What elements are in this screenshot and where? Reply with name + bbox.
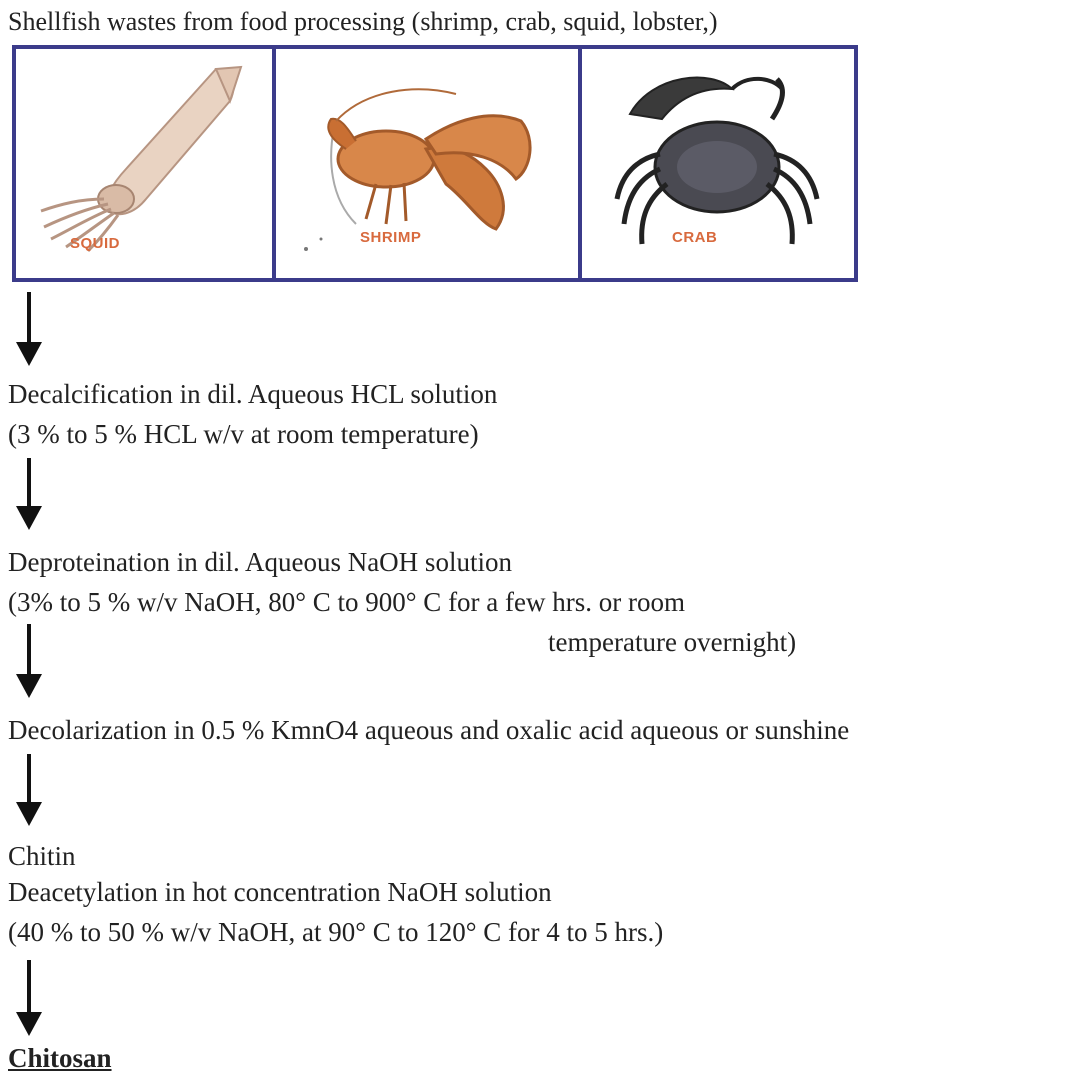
deacetylation-detail: (40 % to 50 % w/v NaOH, at 90° C to 120°… [8, 916, 663, 949]
flow-arrow-4 [16, 754, 42, 826]
chitin-label: Chitin [8, 840, 76, 873]
shrimp-image [276, 49, 578, 278]
crab-image [582, 49, 854, 278]
crab-caption: CRAB [672, 229, 717, 246]
shrimp-panel: SHRIMP [272, 49, 578, 278]
squid-panel: SQUID [16, 49, 272, 278]
shrimp-caption: SHRIMP [360, 229, 421, 246]
flow-arrow-1 [16, 292, 42, 366]
header-text: Shellfish wastes from food processing (s… [8, 5, 718, 38]
flow-arrow-3 [16, 624, 42, 698]
decolarization-step: Decolarization in 0.5 % KmnO4 aqueous an… [8, 714, 849, 747]
squid-caption: SQUID [70, 235, 120, 252]
decalcification-detail: (3 % to 5 % HCL w/v at room temperature) [8, 418, 479, 451]
flow-arrow-5 [16, 960, 42, 1036]
deacetylation-step: Deacetylation in hot concentration NaOH … [8, 876, 552, 909]
decalcification-step: Decalcification in dil. Aqueous HCL solu… [8, 378, 497, 411]
squid-image [16, 49, 272, 278]
flow-arrow-2 [16, 458, 42, 530]
deproteination-detail-cont: temperature overnight) [548, 626, 796, 659]
shellfish-image-panels: SQUID SHRIMP CRAB [12, 45, 858, 282]
chitosan-result: Chitosan [8, 1042, 112, 1075]
deproteination-step: Deproteination in dil. Aqueous NaOH solu… [8, 546, 512, 579]
crab-panel: CRAB [578, 49, 854, 278]
deproteination-detail: (3% to 5 % w/v NaOH, 80° C to 900° C for… [8, 586, 685, 619]
